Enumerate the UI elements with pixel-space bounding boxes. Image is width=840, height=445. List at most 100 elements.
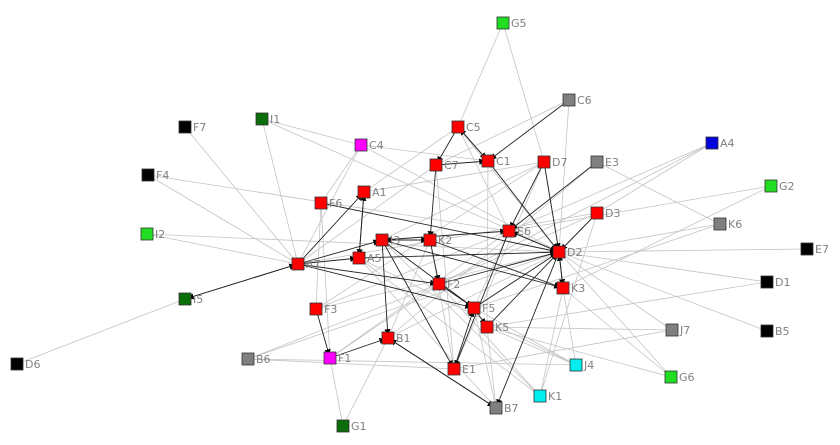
node-square[interactable]: [178, 120, 192, 134]
node-square[interactable]: [291, 257, 305, 271]
node-square[interactable]: [423, 233, 437, 247]
node-G6[interactable]: G6: [664, 370, 695, 384]
edge-F2-D2: [438, 251, 560, 285]
node-square[interactable]: [447, 362, 461, 376]
node-square[interactable]: [323, 351, 337, 365]
node-K2[interactable]: K2: [423, 233, 452, 247]
node-E7[interactable]: E7: [800, 242, 829, 256]
node-D2[interactable]: D2: [552, 245, 582, 259]
node-B7[interactable]: B7: [489, 401, 519, 415]
node-square[interactable]: [502, 224, 516, 238]
node-square[interactable]: [336, 419, 350, 433]
node-A4[interactable]: A4: [705, 136, 735, 150]
node-square[interactable]: [552, 245, 566, 259]
node-F5[interactable]: F5: [467, 301, 495, 315]
node-B6[interactable]: B6: [241, 352, 271, 366]
node-J4[interactable]: J4: [569, 358, 594, 372]
node-square[interactable]: [496, 16, 510, 30]
node-square[interactable]: [241, 352, 255, 366]
node-square[interactable]: [760, 324, 774, 338]
node-square[interactable]: [357, 185, 371, 199]
node-K6[interactable]: K6: [713, 217, 742, 231]
edge-I1-C4: [261, 118, 362, 146]
node-F3[interactable]: F3: [309, 302, 337, 316]
node-square[interactable]: [429, 158, 443, 172]
node-A5[interactable]: A5: [352, 251, 382, 265]
node-F2[interactable]: F2: [432, 277, 460, 291]
node-I2[interactable]: I2: [140, 227, 165, 241]
node-square[interactable]: [314, 196, 328, 210]
node-G5[interactable]: G5: [496, 16, 527, 30]
node-C7[interactable]: C7: [429, 158, 459, 172]
node-E3[interactable]: E3: [590, 155, 619, 169]
node-I3[interactable]: I3: [375, 233, 400, 247]
node-square[interactable]: [354, 138, 368, 152]
node-I1[interactable]: I1: [255, 112, 280, 126]
node-square[interactable]: [537, 155, 551, 169]
node-square[interactable]: [760, 275, 774, 289]
node-square[interactable]: [764, 179, 778, 193]
node-square[interactable]: [141, 168, 155, 182]
node-square[interactable]: [665, 323, 679, 337]
node-C4[interactable]: C4: [354, 138, 384, 152]
edge-I2-A7: [146, 233, 299, 265]
node-square[interactable]: [352, 251, 366, 265]
node-square[interactable]: [381, 331, 395, 345]
node-square[interactable]: [569, 358, 583, 372]
node-square[interactable]: [480, 320, 494, 334]
node-square[interactable]: [705, 136, 719, 150]
node-C6[interactable]: C6: [562, 93, 592, 107]
node-square[interactable]: [562, 93, 576, 107]
node-square[interactable]: [309, 302, 323, 316]
edge-C7-C1: [435, 158, 489, 166]
node-E1[interactable]: E1: [447, 362, 476, 376]
node-I5[interactable]: I5: [178, 292, 203, 306]
edge-I2-D2: [146, 233, 560, 253]
node-C5[interactable]: C5: [451, 120, 481, 134]
node-A1[interactable]: A1: [357, 185, 387, 199]
node-J7[interactable]: J7: [665, 323, 690, 337]
node-square[interactable]: [140, 227, 154, 241]
node-F6[interactable]: F6: [314, 196, 342, 210]
node-square[interactable]: [713, 217, 727, 231]
node-K1[interactable]: K1: [533, 389, 562, 403]
node-E6[interactable]: E6: [502, 224, 531, 238]
node-square[interactable]: [432, 277, 446, 291]
node-square[interactable]: [375, 233, 389, 247]
node-G1[interactable]: G1: [336, 419, 367, 433]
node-square[interactable]: [255, 112, 269, 126]
node-G2[interactable]: G2: [764, 179, 795, 193]
node-D6[interactable]: D6: [10, 357, 40, 371]
node-square[interactable]: [467, 301, 481, 315]
node-F7[interactable]: F7: [178, 120, 206, 134]
node-F4[interactable]: F4: [141, 168, 169, 182]
node-F1[interactable]: F1: [323, 351, 351, 365]
node-square[interactable]: [590, 155, 604, 169]
edge-I3-F5: [381, 239, 475, 309]
node-label: F3: [324, 303, 337, 316]
node-square[interactable]: [590, 206, 604, 220]
node-square[interactable]: [178, 292, 192, 306]
node-square[interactable]: [489, 401, 503, 415]
node-square[interactable]: [556, 281, 570, 295]
node-square[interactable]: [10, 357, 24, 371]
node-label: A7: [306, 258, 321, 271]
node-square[interactable]: [481, 154, 495, 168]
node-square[interactable]: [800, 242, 814, 256]
edge-C4-C1: [360, 144, 489, 162]
node-B1[interactable]: B1: [381, 331, 411, 345]
node-D7[interactable]: D7: [537, 155, 567, 169]
node-A7[interactable]: A7: [291, 257, 321, 271]
node-D3[interactable]: D3: [590, 206, 620, 220]
node-square[interactable]: [664, 370, 678, 384]
node-label: K3: [571, 282, 585, 295]
node-square[interactable]: [533, 389, 547, 403]
edge-C6-D2: [558, 99, 570, 253]
node-C1[interactable]: C1: [481, 154, 511, 168]
node-K3[interactable]: K3: [556, 281, 585, 295]
node-D1[interactable]: D1: [760, 275, 790, 289]
node-square[interactable]: [451, 120, 465, 134]
node-K5[interactable]: K5: [480, 320, 509, 334]
node-B5[interactable]: B5: [760, 324, 790, 338]
